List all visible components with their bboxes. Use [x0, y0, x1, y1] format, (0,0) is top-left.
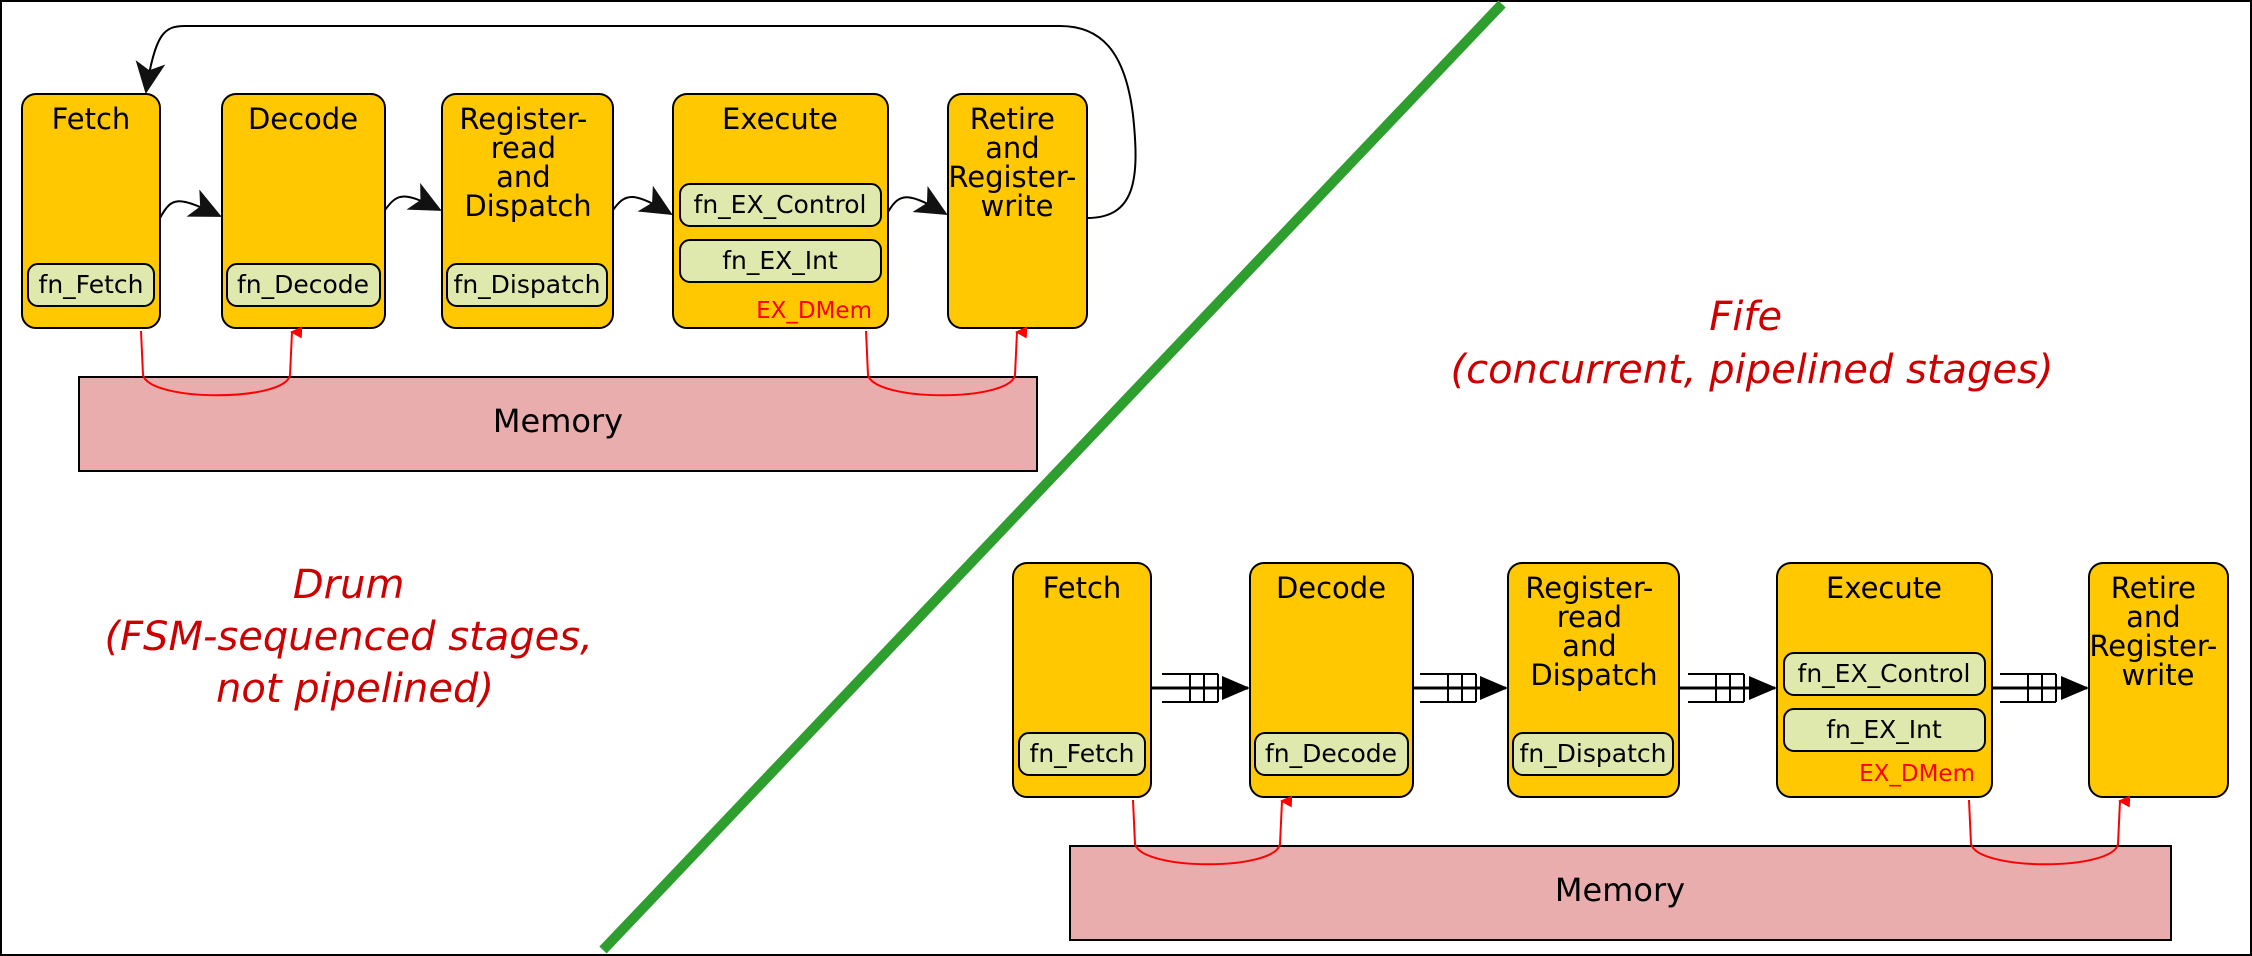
fife-fifo-decode-regread — [1413, 673, 1508, 703]
fife-fn-ex-control: fn_EX_Control — [1798, 659, 1971, 688]
drum-fn-dispatch-box — [446, 263, 608, 307]
drum-arrow-loop-back — [135, 25, 1137, 219]
fife-fifo-execute-retire — [1992, 673, 2089, 703]
drum-fn-ex-control-box — [679, 183, 882, 227]
drum-fn-ex-int: fn_EX_Int — [722, 246, 838, 275]
fife-caption: Fife (concurrent, pipelined stages) — [1450, 294, 2053, 393]
fife-memory-box — [1069, 845, 2172, 941]
drum-title-execute: Execute — [722, 102, 838, 136]
drum-fn-decode-box — [226, 263, 381, 307]
drum-memory-box — [78, 376, 1038, 472]
fife-fn-dispatch: fn_Dispatch — [1520, 739, 1667, 768]
fife-fn-decode: fn_Decode — [1265, 739, 1397, 768]
drum-fn-decode: fn_Decode — [237, 270, 369, 299]
drum-arrow-regread-execute — [612, 185, 673, 216]
divider-line — [599, 0, 1506, 954]
drum-arrow-fetch-decode — [159, 189, 222, 219]
fife-memory-label: Memory — [1555, 871, 1685, 909]
fife-diagram: Memory Fetch Decode Register- read and D… — [1012, 294, 2229, 941]
fife-fn-ex-int-box — [1783, 708, 1986, 752]
fife-title-regread: Register- read and Dispatch — [1525, 571, 1662, 692]
fife-fn-dispatch-box — [1512, 732, 1674, 776]
fife-fn-fetch: fn_Fetch — [1030, 739, 1135, 768]
drum-memory-label: Memory — [493, 402, 623, 440]
fife-title-decode: Decode — [1276, 571, 1386, 605]
drum-fn-fetch: fn_Fetch — [39, 270, 144, 299]
drum-mem-arrow-execute — [865, 326, 1028, 397]
fife-fn-ex-control-box — [1783, 652, 1986, 696]
drum-caption: Drum (FSM-sequenced stages, not pipeline… — [104, 562, 605, 712]
drum-title-regread: Register- read and Dispatch — [459, 102, 596, 223]
drum-title-decode: Decode — [248, 102, 358, 136]
drum-fn-ex-control: fn_EX_Control — [694, 190, 867, 219]
drum-diagram: Memory Fetch Decode Register- read and D… — [21, 25, 1137, 712]
fife-fn-ex-int: fn_EX_Int — [1826, 715, 1942, 744]
fife-mem-arrow-execute — [1968, 795, 2131, 866]
fife-fifo-regread-execute — [1679, 673, 1777, 703]
drum-title-retire: Retire and Register- write — [948, 102, 1085, 223]
drum-arrow-decode-regread — [384, 182, 442, 211]
fife-fn-decode-box — [1254, 732, 1409, 776]
drum-fn-dispatch: fn_Dispatch — [454, 270, 601, 299]
drum-mem-arrow-fetch — [140, 326, 303, 397]
drum-title-fetch: Fetch — [52, 102, 131, 136]
drum-arrow-execute-retire — [887, 185, 948, 216]
fife-title-fetch: Fetch — [1043, 571, 1122, 605]
fife-mem-arrow-fetch — [1132, 795, 1293, 866]
drum-ex-dmem-label: EX_DMem — [756, 298, 872, 324]
fife-fn-fetch-box — [1018, 732, 1146, 776]
fife-title-retire: Retire and Register- write — [2089, 571, 2226, 692]
fife-stage-retire — [2088, 562, 2229, 798]
fife-fifo-fetch-decode — [1151, 673, 1250, 703]
drum-fn-ex-int-box — [679, 239, 882, 283]
fife-title-execute: Execute — [1826, 571, 1942, 605]
drum-fn-fetch-box — [27, 263, 155, 307]
fife-ex-dmem-label: EX_DMem — [1859, 761, 1975, 787]
